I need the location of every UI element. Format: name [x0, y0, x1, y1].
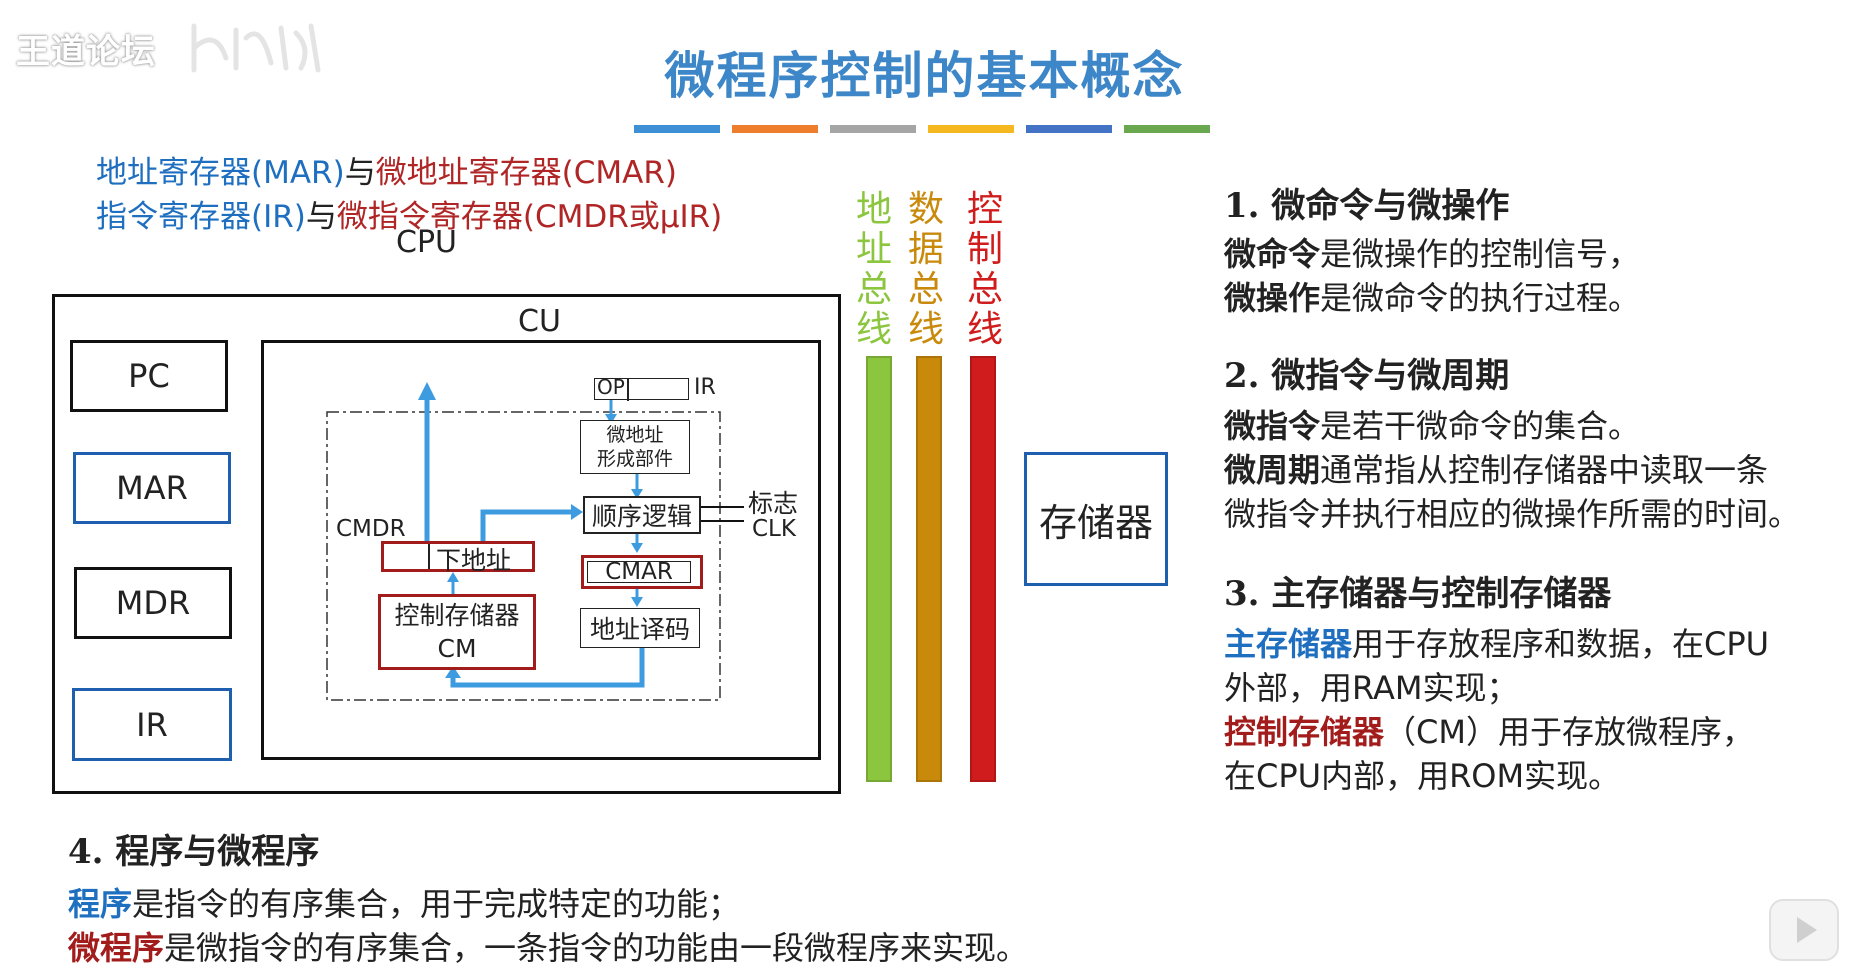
control-bus-bar: [970, 356, 996, 782]
cpu-label: CPU: [396, 225, 457, 260]
play-icon[interactable]: [1769, 899, 1839, 961]
ir-to-micro-addr-arrowhead: [605, 414, 617, 424]
micro-addr-text-1: 微地址: [606, 424, 664, 446]
control-storage-box: 控制存储器 CM: [378, 594, 536, 670]
section-3-heading: 3. 主存储器与控制存储器: [1224, 574, 1612, 614]
address-decoder-box: 地址译码: [580, 608, 700, 648]
title-color-bar: [634, 125, 720, 133]
ir-small-label: IR: [694, 375, 716, 400]
conn-text: 与: [344, 155, 376, 191]
cm-text-1: 控制存储器: [394, 601, 520, 630]
slide-title: 微程序控制的基本概念: [664, 47, 1185, 105]
micro-addr-text-2: 形成部件: [596, 448, 673, 470]
address-bus-bar: [866, 356, 892, 782]
section-3-body: 主存储器用于存放程序和数据，在CPU 外部，用RAM实现； 控制存储器（CM）用…: [1224, 625, 1770, 795]
microprogram-controller-region: [326, 411, 721, 701]
cmdr-output-arrowhead: [418, 382, 436, 400]
ir-text: 指令寄存器(IR): [96, 199, 306, 235]
data-bus-label: 数据总线: [907, 189, 944, 350]
decode-to-cm-line: [450, 648, 645, 688]
next-address-field: 下地址: [381, 541, 535, 575]
clk-label: CLK: [752, 516, 796, 542]
section-2-heading: 2. 微指令与微周期: [1224, 356, 1510, 396]
cmdr-text: 微指令寄存器(CMDR或μIR): [336, 199, 723, 235]
title-color-bar: [732, 125, 818, 133]
cmar-label: CMAR: [587, 559, 691, 585]
mdr-box: MDR: [74, 567, 232, 639]
cmar-to-decode-arrowhead: [631, 597, 643, 607]
title-color-bar: [928, 125, 1014, 133]
next-addr-to-seq-line: [480, 509, 575, 543]
cmar-text: 微地址寄存器(CMAR): [375, 155, 678, 191]
seq-to-cmar-arrowhead: [631, 543, 643, 553]
data-bus-bar: [916, 356, 942, 782]
address-bus-label: 地址总线: [855, 189, 892, 350]
op-label: OP: [597, 375, 625, 399]
section-1-body: 微命令是微操作的控制信号， 微操作是微命令的执行过程。: [1224, 235, 1641, 317]
cu-box: [261, 340, 821, 760]
section-4-heading: 4. 程序与微程序: [68, 832, 320, 872]
next-address-text: 下地址: [436, 546, 512, 575]
ir-box: IR: [72, 688, 232, 761]
next-addr-to-seq-arrowhead: [571, 504, 583, 520]
watermark-text: 王道论坛: [16, 32, 156, 72]
mar-text: 地址寄存器(MAR): [96, 155, 345, 191]
memory-box: 存储器: [1024, 452, 1168, 586]
title-color-bar: [1026, 125, 1112, 133]
section-1-heading: 1. 微命令与微操作: [1224, 186, 1510, 226]
section-4-body: 程序是指令的有序集合，用于完成特定的功能； 微程序是微指令的有序集合，一条指令的…: [68, 885, 1029, 967]
cmar-box: CMAR: [581, 555, 703, 589]
conn-text: 与: [305, 199, 337, 235]
cmdr-label: CMDR: [336, 516, 406, 542]
title-color-bar: [1124, 125, 1210, 133]
cu-label: CU: [518, 304, 561, 339]
micro-addr-to-seq-arrowhead: [631, 489, 643, 499]
micro-address-unit: 微地址 形成部件: [580, 420, 690, 474]
title-color-bar: [830, 125, 916, 133]
register-line-2: 指令寄存器(IR)与微指令寄存器(CMDR或μIR): [96, 191, 722, 236]
cm-to-cmdr-arrowhead: [447, 572, 459, 582]
ir-register-small: OP: [594, 375, 689, 401]
flag-label: 标志: [748, 489, 799, 518]
register-line-1: 地址寄存器(MAR)与微地址寄存器(CMAR): [96, 147, 677, 192]
mar-box: MAR: [73, 452, 231, 524]
sequential-logic-box: 顺序逻辑: [583, 496, 701, 534]
decode-to-cm-arrowhead: [445, 666, 461, 678]
cm-text-2: CM: [437, 634, 477, 663]
control-bus-label: 控制总线: [966, 189, 1003, 350]
pc-box: PC: [70, 340, 228, 412]
watermark-logo-icon: [191, 23, 321, 73]
section-2-body: 微指令是若干微命令的集合。 微周期通常指从控制存储器中读取一条 微指令并执行相应…: [1224, 407, 1801, 533]
